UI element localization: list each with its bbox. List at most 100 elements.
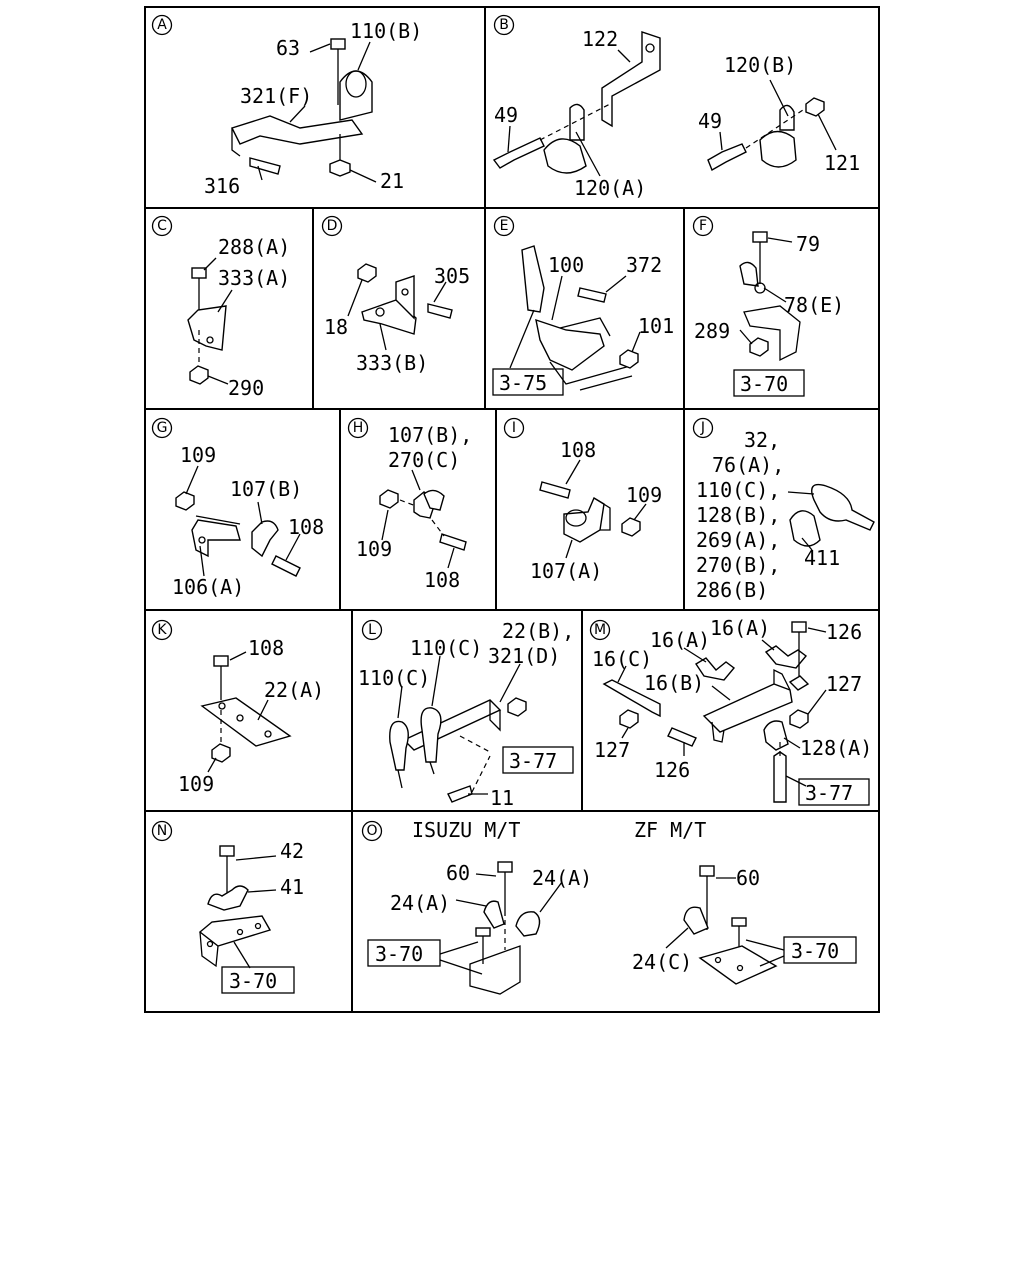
section-k: K 108 22(A) 109 bbox=[151, 619, 324, 796]
nut-289 bbox=[749, 337, 769, 357]
section-letter: L bbox=[368, 622, 376, 638]
part-label: 16(A) bbox=[650, 628, 710, 652]
bracket-333a bbox=[187, 305, 227, 351]
section-letter: N bbox=[157, 823, 167, 839]
part-label: 121 bbox=[824, 151, 860, 175]
section-letter: B bbox=[499, 17, 509, 33]
part-label: 21 bbox=[380, 169, 404, 193]
bolt-42 bbox=[219, 845, 235, 857]
bolt-372 bbox=[577, 287, 607, 303]
part-label: 22(B), bbox=[502, 619, 574, 643]
part-label: 110(C), bbox=[696, 478, 780, 502]
part-label: 42 bbox=[280, 839, 304, 863]
nut-109 bbox=[211, 743, 231, 763]
section-letter: C bbox=[157, 218, 167, 234]
clamp-16a bbox=[695, 657, 736, 681]
part-label: 107(A) bbox=[530, 559, 602, 583]
section-i: I 108 109 107(A) bbox=[503, 417, 662, 583]
part-label: 110(C) bbox=[358, 666, 430, 690]
bracket-100 bbox=[535, 318, 605, 371]
part-label: 128(A) bbox=[800, 736, 872, 760]
ref-box bbox=[798, 778, 870, 806]
part-label: 270(C) bbox=[388, 448, 460, 472]
bracket bbox=[198, 915, 272, 947]
clip-107b bbox=[423, 489, 445, 511]
strip-16c bbox=[602, 679, 661, 718]
part-label: 109 bbox=[356, 537, 392, 561]
clip-120a bbox=[569, 103, 585, 141]
section-marker bbox=[151, 417, 173, 439]
part-label: 18 bbox=[324, 315, 348, 339]
bolt-63 bbox=[330, 38, 346, 50]
part-label: 290 bbox=[228, 376, 264, 400]
section-letter: F bbox=[699, 218, 707, 234]
part-label: 78(E) bbox=[784, 293, 844, 317]
bolt-305 bbox=[427, 303, 453, 319]
ref-box bbox=[492, 368, 564, 396]
part-label: 41 bbox=[280, 875, 304, 899]
clip-107b bbox=[251, 520, 279, 558]
bracket bbox=[469, 945, 521, 995]
clip-78e bbox=[739, 261, 759, 287]
ref-box bbox=[221, 966, 295, 994]
part-label: 76(A), bbox=[712, 453, 784, 477]
section-g: G 109 107(B) 108 106(A) bbox=[151, 417, 324, 599]
clip-24a bbox=[483, 900, 505, 929]
section-marker bbox=[361, 820, 383, 842]
section-c: C 288(A) 333(A) 290 bbox=[151, 215, 290, 400]
bracket-16b bbox=[702, 683, 793, 733]
section-marker bbox=[493, 14, 515, 36]
variant-heading: ISUZU M/T bbox=[412, 818, 520, 842]
bolt-126 bbox=[791, 621, 807, 633]
washer-127 bbox=[789, 709, 809, 729]
part-label: 16(A) bbox=[710, 616, 770, 640]
variant-heading: ZF M/T bbox=[634, 818, 706, 842]
part-label: 109 bbox=[626, 483, 662, 507]
part-label: 63 bbox=[276, 36, 300, 60]
bolt bbox=[773, 751, 787, 803]
bracket-122 bbox=[601, 31, 661, 128]
section-marker bbox=[151, 14, 173, 36]
nut-121 bbox=[805, 97, 825, 117]
section-letter: G bbox=[157, 420, 168, 436]
part-label: 110(C) bbox=[410, 636, 482, 660]
grid-frame bbox=[144, 6, 880, 1013]
clip-120b bbox=[779, 104, 795, 131]
part-label: 22(A) bbox=[264, 678, 324, 702]
nut-109 bbox=[621, 517, 641, 537]
nut-290 bbox=[189, 365, 209, 385]
section-m: M 16(A) 16(A) 126 16(C) 16(B) 127 127 12… bbox=[589, 616, 872, 806]
pipe bbox=[521, 245, 545, 313]
section-marker bbox=[347, 417, 369, 439]
part-label: 32, bbox=[744, 428, 780, 452]
part-label: 333(A) bbox=[218, 266, 290, 290]
bracket-321f bbox=[231, 115, 364, 145]
part-label: 101 bbox=[638, 314, 674, 338]
part-label: 100 bbox=[548, 253, 584, 277]
part-label: 333(B) bbox=[356, 351, 428, 375]
part-label: 110(B) bbox=[350, 19, 422, 43]
section-a: A 63 110(B) 321(F) 316 21 bbox=[151, 14, 422, 198]
section-letter: K bbox=[157, 622, 167, 638]
bolt-60 bbox=[699, 865, 715, 877]
bracket-321d bbox=[402, 699, 502, 751]
part-label: 120(B) bbox=[724, 53, 796, 77]
part-label: 316 bbox=[204, 174, 240, 198]
part-label: 321(D) bbox=[488, 644, 560, 668]
bolt-126 bbox=[667, 727, 697, 747]
part-label: 24(A) bbox=[532, 866, 592, 890]
section-letter: J bbox=[700, 420, 705, 436]
clip-110b bbox=[339, 70, 373, 121]
section-letter: I bbox=[512, 420, 516, 436]
section-e: E 100 372 101 3-75 bbox=[492, 215, 674, 396]
section-marker bbox=[151, 820, 173, 842]
section-letter: H bbox=[353, 420, 364, 436]
ref-label: 3-77 bbox=[509, 749, 557, 773]
part-label: 11 bbox=[490, 786, 514, 810]
ref-label: 3-75 bbox=[499, 371, 547, 395]
ref-label: 3-77 bbox=[805, 781, 853, 805]
part-label: 122 bbox=[582, 27, 618, 51]
clip-41 bbox=[207, 885, 249, 911]
clamp-band bbox=[811, 483, 875, 531]
